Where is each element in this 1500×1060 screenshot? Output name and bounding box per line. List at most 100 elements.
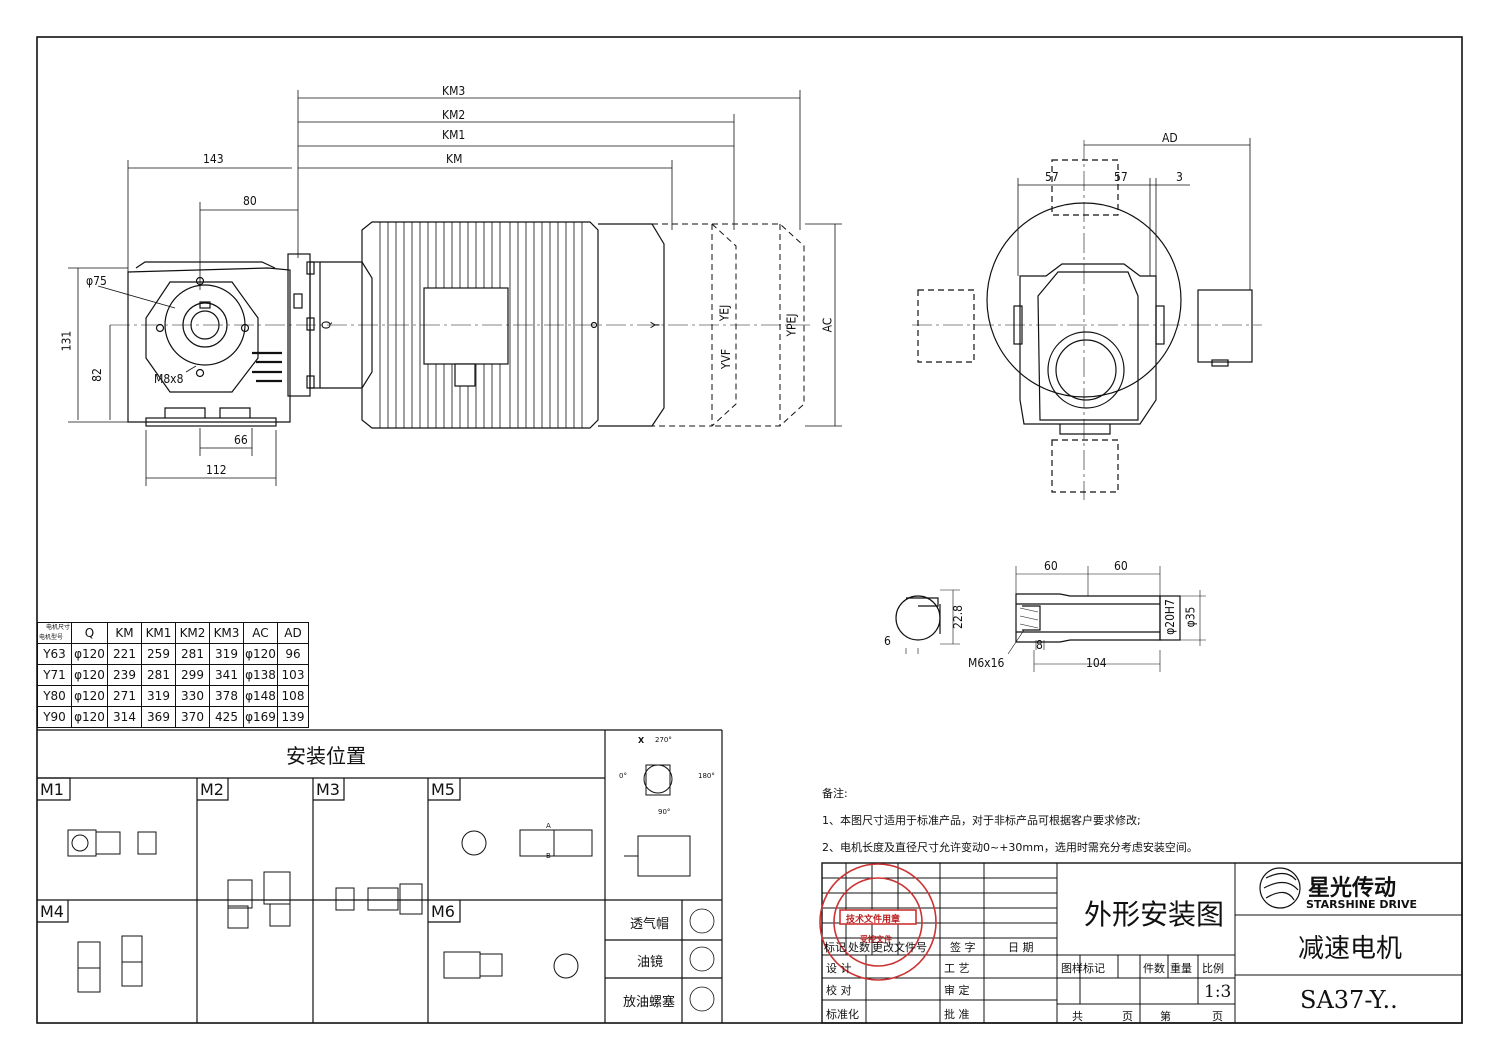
note-item: 2、电机长度及直径尺寸允许变动0~+30mm，选用时需充分考虑安装空间。 xyxy=(822,841,1198,854)
position-m6: M6 xyxy=(431,902,455,921)
mount-sketches xyxy=(67,764,691,993)
dim-yvf: YVF xyxy=(719,348,734,370)
dim-80: 80 xyxy=(243,194,257,208)
header-cell: AD xyxy=(277,622,309,644)
table-cell: 369 xyxy=(141,706,176,728)
tb-attr-scale: 比例 xyxy=(1202,962,1224,975)
table-cell: 330 xyxy=(175,685,210,707)
table-cell: 271 xyxy=(107,685,142,707)
table-header-row: 电机尺寸 电机型号 Q KM KM1 KM2 KM3 AC AD xyxy=(37,622,309,644)
stamp-main-text: 技术文件用章 xyxy=(846,915,901,925)
product-name: 减速电机 xyxy=(1298,934,1403,964)
header-cell: KM xyxy=(107,622,142,644)
dim-3: 3 xyxy=(1176,170,1183,184)
logo-mark xyxy=(1259,867,1301,909)
angle-270: 270° xyxy=(655,736,672,744)
dim-57-left: 57 xyxy=(1045,170,1059,184)
tb-total: 共 xyxy=(1072,1010,1083,1023)
notes: 备注: 1、本图尺寸适用于标准产品，对于非标产品可根据客户要求修改; 2、电机长… xyxy=(822,780,1198,861)
notes-heading: 备注: xyxy=(822,787,848,800)
dim-66: 66 xyxy=(234,433,248,447)
position-m3: M3 xyxy=(316,780,340,799)
a-marker: A xyxy=(546,822,551,830)
table-cell: 259 xyxy=(141,643,176,665)
dim-8: 8 xyxy=(1036,638,1043,652)
side-view xyxy=(917,159,1253,493)
table-cell: 341 xyxy=(209,664,244,686)
model-number: SA37-Y.. xyxy=(1300,986,1398,1014)
brand-name-cn: 星光传动 xyxy=(1308,876,1397,901)
tb-pages: 页 xyxy=(1122,1010,1133,1023)
dim-km2: KM2 xyxy=(442,108,466,122)
table-cell: 370 xyxy=(175,706,210,728)
dim-143: 143 xyxy=(203,152,224,166)
dim-ad: AD xyxy=(1162,131,1178,145)
shaft-detail xyxy=(895,593,1181,643)
corner-bottom-label: 电机型号 xyxy=(39,634,64,641)
position-m4: M4 xyxy=(40,902,64,921)
header-cell: KM3 xyxy=(209,622,244,644)
drawing-scale: 1:3 xyxy=(1204,982,1232,1002)
table-cell: 299 xyxy=(175,664,210,686)
table-cell: Y80 xyxy=(37,685,72,707)
dim-112: 112 xyxy=(206,463,227,477)
dim-57-right: 57 xyxy=(1114,170,1128,184)
table-cell: 96 xyxy=(277,643,309,665)
table-cell: Y63 xyxy=(37,643,72,665)
mounting-grid xyxy=(37,729,723,1023)
table-cell: 319 xyxy=(209,643,244,665)
control-stamp xyxy=(819,863,937,981)
dim-km1: KM1 xyxy=(442,128,466,142)
header-cell: AC xyxy=(243,622,278,644)
dim-phi20h7: φ20H7 xyxy=(1162,599,1177,635)
tb-header-change-doc: 更改文件号 xyxy=(872,941,927,954)
table-cell: φ120 xyxy=(71,664,108,686)
angle-0: 0° xyxy=(619,772,627,780)
position-m5: M5 xyxy=(431,780,455,799)
dim-ypej: YPEJ xyxy=(784,313,799,337)
angle-90: 90° xyxy=(658,808,671,816)
dim-phi75: φ75 xyxy=(86,274,107,288)
tb-review: 审 定 xyxy=(944,984,970,997)
table-cell: 103 xyxy=(277,664,309,686)
title-block-grid xyxy=(821,862,1463,1024)
table-cell: Y71 xyxy=(37,664,72,686)
dim-m8x8: M8x8 xyxy=(154,372,184,386)
table-cell: 108 xyxy=(277,685,309,707)
position-m1: M1 xyxy=(40,780,64,799)
table-cell: 319 xyxy=(141,685,176,707)
table-cell: 239 xyxy=(107,664,142,686)
tb-approve: 批 准 xyxy=(944,1008,970,1021)
outer-frame xyxy=(36,36,1463,1024)
tb-header-mark: 标记 xyxy=(824,941,846,954)
dim-q: Q xyxy=(319,320,334,330)
table-cell: 139 xyxy=(277,706,309,728)
mounting-title: 安装位置 xyxy=(286,744,366,768)
dim-phi35: φ35 xyxy=(1183,606,1198,628)
dim-ac: AC xyxy=(820,317,835,333)
gearbox-front-view xyxy=(127,253,373,427)
table-cell: φ138 xyxy=(243,664,278,686)
dimension-lines xyxy=(68,90,842,486)
table-cell: 221 xyxy=(107,643,142,665)
table-cell: φ148 xyxy=(243,685,278,707)
dim-22-8: 22.8 xyxy=(951,604,966,630)
dim-82: 82 xyxy=(89,368,104,382)
stamp-sub-text: 受控文件 xyxy=(860,935,892,944)
brand-name-en: STARSHINE DRIVE xyxy=(1306,898,1418,911)
tb-design: 设 计 xyxy=(826,962,852,975)
dim-60-right: 60 xyxy=(1114,559,1128,573)
tb-page: 页 xyxy=(1212,1010,1223,1023)
table-cell: 281 xyxy=(175,643,210,665)
table-cell: φ120 xyxy=(243,643,278,665)
table-corner: 电机尺寸 电机型号 xyxy=(37,622,72,644)
tb-attr-drawing-mark: 图样标记 xyxy=(1061,962,1105,975)
dim-yej: YEJ xyxy=(717,304,732,322)
dim-m6x16: M6x16 xyxy=(968,656,1005,670)
tb-attr-weight: 重量 xyxy=(1170,962,1192,975)
